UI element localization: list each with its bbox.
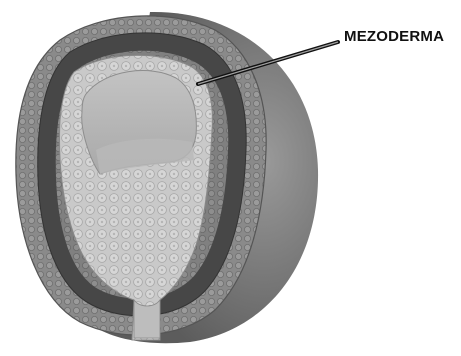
blastopore (134, 300, 160, 338)
mesoderm-label: MEZODERMA (344, 28, 444, 45)
